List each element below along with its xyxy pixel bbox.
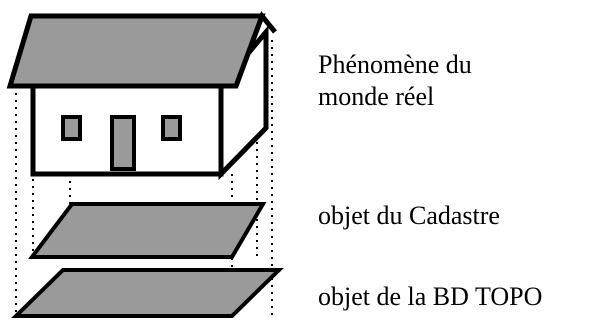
real-world-label-line1: Phénomène du	[318, 50, 472, 79]
house-door	[110, 115, 136, 171]
house-roof	[6, 13, 266, 89]
real-world-label-line2: monde réel	[318, 82, 435, 111]
cadastre-label: objet du Cadastre	[318, 201, 500, 230]
house-window-left	[61, 115, 82, 141]
bdtopo-label: objet de la BD TOPO	[318, 282, 543, 311]
house-drawing	[6, 11, 277, 181]
cadastre-parallelogram	[27, 202, 267, 259]
bdtopo-parallelogram	[11, 268, 284, 318]
house-window-right	[161, 115, 182, 141]
real-world-label: Phénomène du monde réel	[318, 49, 472, 113]
